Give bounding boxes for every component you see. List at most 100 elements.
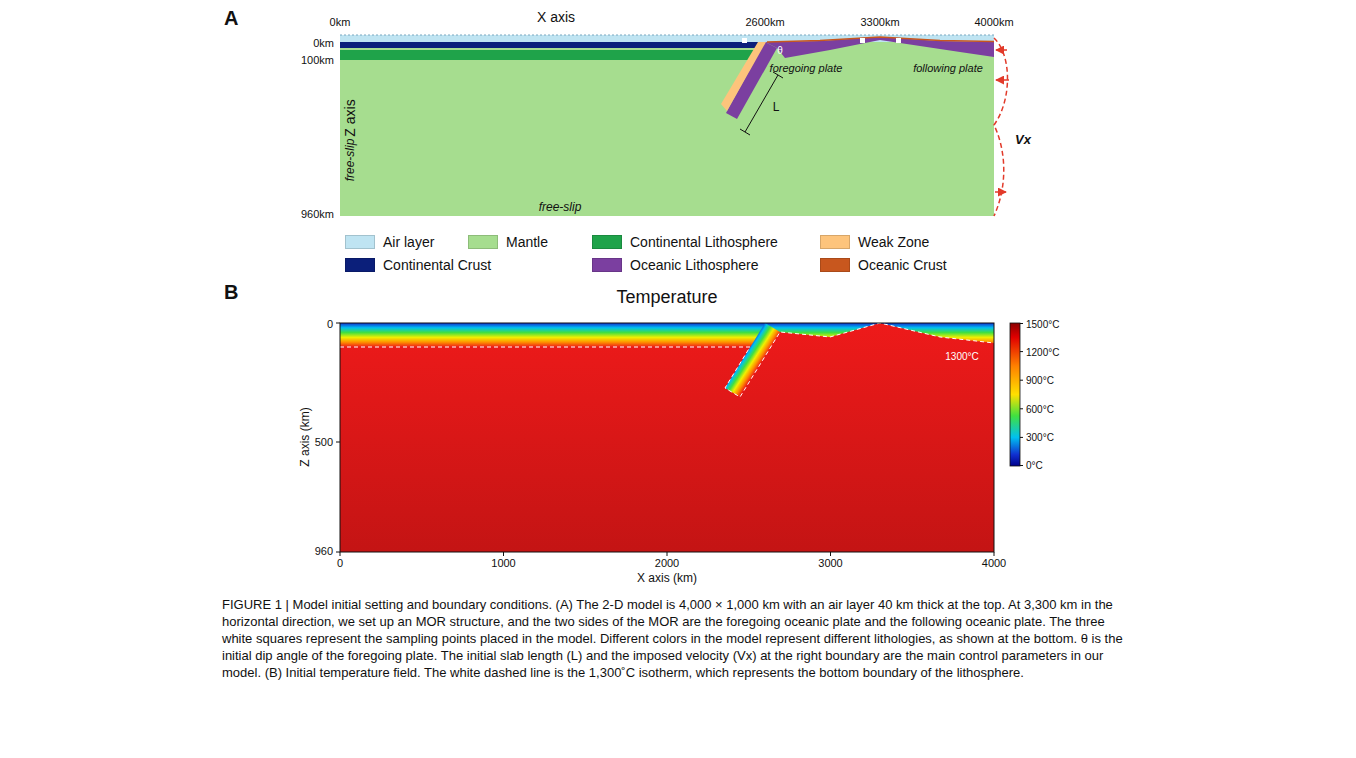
figure-label: foregoing plate [770, 62, 843, 74]
legend-item: Air layer [345, 234, 434, 250]
label-text: free-slip [539, 200, 582, 214]
label-text: 600°C [1026, 403, 1054, 414]
plot-frame [340, 323, 994, 552]
continental-lithosphere [340, 50, 760, 60]
label-text: B [224, 281, 238, 303]
label-text: 500 [315, 436, 333, 448]
legend-text: Continental Lithosphere [630, 234, 778, 250]
figure-label: 0km [313, 37, 334, 49]
label-text: 0km [330, 16, 351, 28]
label-text: foregoing plate [770, 62, 843, 74]
figure-label: 2000 [655, 557, 679, 569]
label-text: 4000 [982, 557, 1006, 569]
label-text: 0 [337, 557, 343, 569]
figure-label: 1000 [491, 557, 515, 569]
sample-point [896, 38, 901, 43]
figure-label: Z axis (km) [299, 407, 312, 466]
figure-label: 1200°C [1026, 346, 1059, 357]
continental-crust [340, 42, 760, 48]
figure-label: 500 [315, 436, 333, 448]
legend-item: Continental Crust [345, 257, 491, 273]
label-text: 900°C [1026, 375, 1054, 386]
label-text: X axis (km) [637, 571, 697, 585]
colorbar-ticks [1020, 324, 1023, 466]
label-text: X axis [537, 9, 575, 25]
figure-label: X axis [537, 10, 575, 25]
oceanic-crust [767, 37, 994, 42]
figure-label: following plate [913, 62, 983, 74]
colorbar [1010, 323, 1020, 466]
legend-text: Continental Crust [383, 257, 491, 273]
label-text: 1000 [491, 557, 515, 569]
isotherm-1300 [340, 323, 994, 397]
label-text: A [224, 7, 238, 29]
label-text: 3300km [860, 16, 899, 28]
legend-text: Air layer [383, 234, 434, 250]
legend-swatch [345, 258, 375, 272]
legend-text: Weak Zone [858, 234, 929, 250]
figure-label: free-slip [344, 139, 357, 182]
legend-swatch [345, 235, 375, 249]
figure-label: 300°C [1026, 432, 1054, 443]
legend-swatch [820, 235, 850, 249]
legend-item: Mantle [468, 234, 548, 250]
label-text: 1300°C [945, 351, 978, 362]
label-text: Z axis (km) [298, 407, 312, 466]
figure-label: Temperature [616, 288, 717, 308]
weak-zone [721, 42, 766, 111]
figure-label: free-slip [539, 201, 582, 214]
figure-label: 0°C [1026, 460, 1043, 471]
legend-text: Mantle [506, 234, 548, 250]
velocity-arrows [995, 50, 1009, 192]
figure-label: A [224, 7, 238, 29]
figure-label: 1300°C [945, 351, 978, 362]
figure-label: 0 [337, 557, 343, 569]
figure-label: 3300km [860, 16, 899, 28]
legend-text: Oceanic Crust [858, 257, 947, 273]
figure-label: X axis (km) [637, 572, 697, 585]
figure-label: 100km [301, 54, 334, 66]
figure-label: Z axis [343, 99, 358, 136]
slab-length-dimension [740, 72, 783, 135]
legend-item: Continental Lithosphere [592, 234, 778, 250]
figure-label: 4000km [974, 16, 1013, 28]
slab-geotherm [725, 323, 780, 397]
oceanic-plate [765, 37, 994, 58]
figure-label: B [224, 281, 238, 303]
mantle [340, 42, 994, 216]
sample-point [860, 38, 865, 43]
caption-text: FIGURE 1 | Model initial setting and bou… [222, 597, 1123, 680]
figure-label: 1500°C [1026, 319, 1059, 330]
label-text: free-slip [343, 139, 357, 182]
figure-label: 3000 [818, 557, 842, 569]
label-text: 2000 [655, 557, 679, 569]
legend-item: Oceanic Lithosphere [592, 257, 758, 273]
axis-ticks [336, 323, 994, 556]
figure-label: 0 [327, 318, 333, 330]
legend-item: Weak Zone [820, 234, 929, 250]
legend-text: Oceanic Lithosphere [630, 257, 758, 273]
label-text: 1500°C [1026, 319, 1059, 330]
label-text: 960km [301, 208, 334, 220]
legend-swatch [592, 258, 622, 272]
label-text: Z axis [342, 99, 358, 136]
velocity-profile [994, 38, 1008, 216]
temperature-mantle [340, 323, 994, 552]
legend-swatch [592, 235, 622, 249]
label-text: following plate [913, 62, 983, 74]
figure-caption: FIGURE 1 | Model initial setting and bou… [222, 596, 1134, 681]
label-text: 0km [313, 37, 334, 49]
label-text: 300°C [1026, 432, 1054, 443]
label-text: L [773, 100, 780, 114]
label-text: 3000 [818, 557, 842, 569]
figure-label: 960 [315, 545, 333, 557]
legend-swatch [820, 258, 850, 272]
label-text: 4000km [974, 16, 1013, 28]
figure-label: 0km [330, 16, 351, 28]
continental-geotherm [340, 323, 765, 347]
air-top [340, 35, 994, 36]
label-text: 960 [315, 545, 333, 557]
figure-label: Vx [1015, 133, 1031, 147]
legend-item: Oceanic Crust [820, 257, 947, 273]
sample-point [742, 38, 747, 43]
